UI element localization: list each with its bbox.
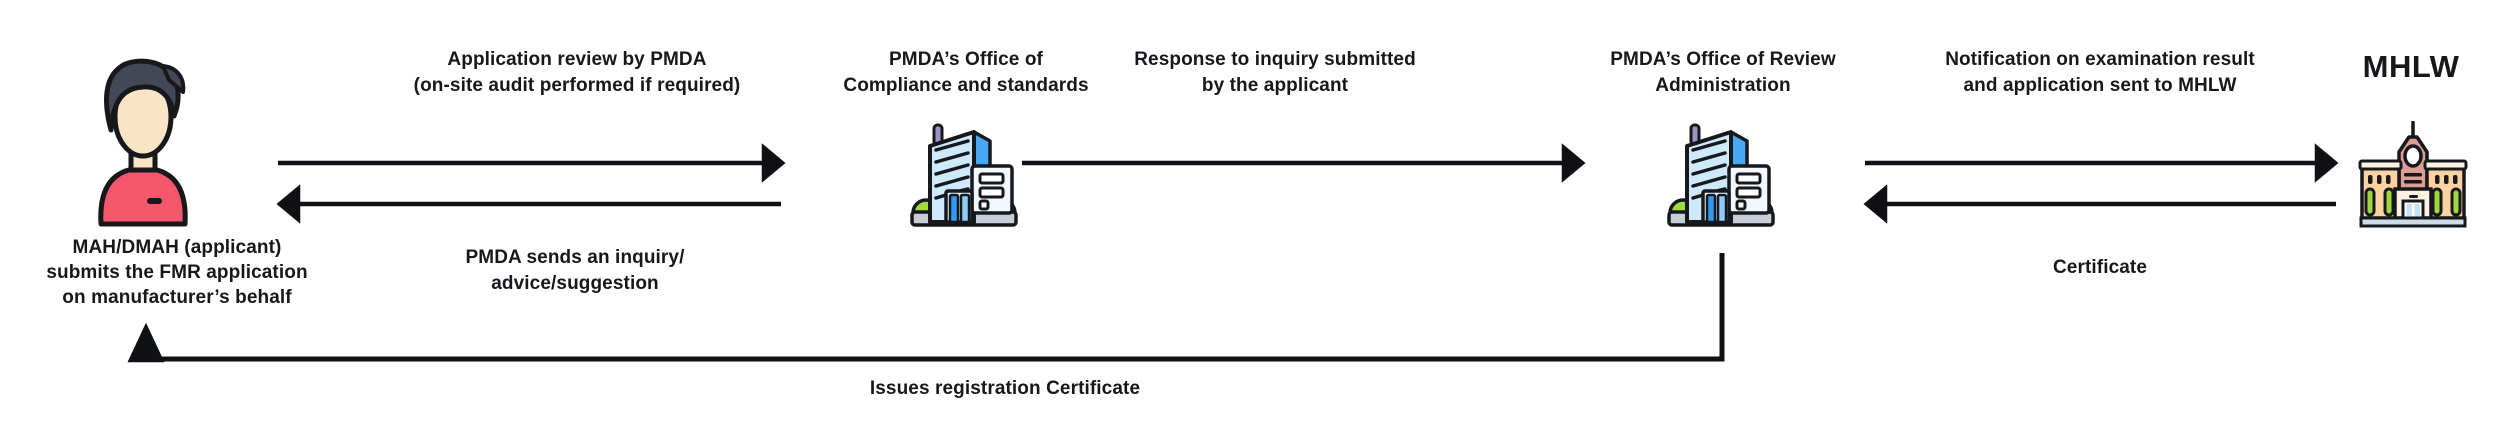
- edge-label-issues-certificate: Issues registration Certificate: [805, 376, 1205, 402]
- office-building-icon: [910, 123, 1018, 227]
- edge-label-certificate: Certificate: [1950, 255, 2250, 281]
- label-line: on manufacturer’s behalf: [62, 287, 292, 308]
- annex-window: [978, 186, 1005, 199]
- arrow-notification: [1865, 143, 2339, 183]
- tower-line: [2404, 173, 2422, 177]
- edge-label-response: Response to inquiry submitted by the app…: [1075, 47, 1475, 99]
- label-line: Compliance and standards: [843, 75, 1089, 96]
- arrow-response: [1022, 143, 1586, 183]
- label-line: by the applicant: [1201, 75, 1349, 96]
- label-line: PMDA’s Office of: [889, 49, 1043, 70]
- person-chest-badge: [147, 198, 162, 204]
- label-line: Notification on examination result: [1945, 49, 2255, 70]
- label-line: (on-site audit performed if required): [413, 75, 741, 96]
- node-label-applicant: MAH/DMAH (applicant) submits the FMR app…: [2, 235, 352, 310]
- annex-window: [1735, 172, 1762, 185]
- label-line: PMDA sends an inquiry/: [465, 247, 685, 268]
- arrow-inquiry: [276, 184, 781, 224]
- person-hair-flick: [161, 64, 186, 94]
- label-line: and application sent to MHLW: [1963, 75, 2237, 96]
- person-icon: [98, 58, 188, 227]
- wing-cornice-left: [2358, 159, 2403, 171]
- wing-windows: [2368, 175, 2458, 184]
- label-line: submits the FMR application: [46, 262, 308, 283]
- person-hair: [104, 58, 181, 133]
- annex-window: [978, 172, 1005, 185]
- arrow-application-review: [278, 143, 786, 183]
- arrowhead-up-icon: [127, 322, 165, 363]
- tower-door: [1701, 189, 1731, 224]
- person-torso: [98, 167, 188, 227]
- arrowhead-right-icon: [761, 143, 786, 183]
- building-base: [2359, 216, 2467, 228]
- label-line: Administration: [1655, 75, 1791, 96]
- wing-cornice-right: [2423, 159, 2468, 171]
- arrow-certificate: [1863, 184, 2336, 224]
- label-line: advice/suggestion: [491, 273, 659, 294]
- label-line: Response to inquiry submitted: [1134, 49, 1416, 70]
- annex-window-small: [1735, 199, 1747, 211]
- arrowhead-left-icon: [1863, 184, 1888, 224]
- tower-oval-window: [2403, 144, 2423, 168]
- arrowhead-right-icon: [2314, 143, 2339, 183]
- label-line: Application review by PMDA: [447, 49, 707, 70]
- node-label-office-review: PMDA’s Office of Review Administration: [1523, 47, 1923, 99]
- annex-window-small: [978, 199, 990, 211]
- label-line: Certificate: [2052, 257, 2148, 278]
- arrowhead-left-icon: [276, 184, 301, 224]
- label-line: PMDA’s Office of Review: [1610, 49, 1836, 70]
- node-label-mhlw: MHLW: [2261, 50, 2502, 84]
- label-line: MHLW: [2362, 49, 2460, 84]
- government-building-icon: [2358, 121, 2468, 228]
- label-line: Issues registration Certificate: [869, 378, 1141, 399]
- arrow-issues-certificate: [127, 253, 1725, 363]
- node-label-office-compliance: PMDA’s Office of Compliance and standard…: [766, 47, 1166, 99]
- tower-line: [2404, 180, 2422, 184]
- lower-center-dash: [2409, 195, 2418, 198]
- arrowhead-right-icon: [1561, 143, 1586, 183]
- annex-window: [1735, 186, 1762, 199]
- edge-label-notification: Notification on examination result and a…: [1900, 47, 2300, 99]
- edge-label-inquiry: PMDA sends an inquiry/ advice/suggestion: [375, 245, 775, 297]
- wing-trees: [2364, 187, 2462, 217]
- tower-door: [944, 189, 974, 224]
- label-line: MAH/DMAH (applicant): [72, 237, 282, 258]
- entrance-door: [2401, 199, 2425, 220]
- edge-label-application-review: Application review by PMDA (on-site audi…: [327, 47, 827, 99]
- office-building-icon: [1667, 123, 1775, 227]
